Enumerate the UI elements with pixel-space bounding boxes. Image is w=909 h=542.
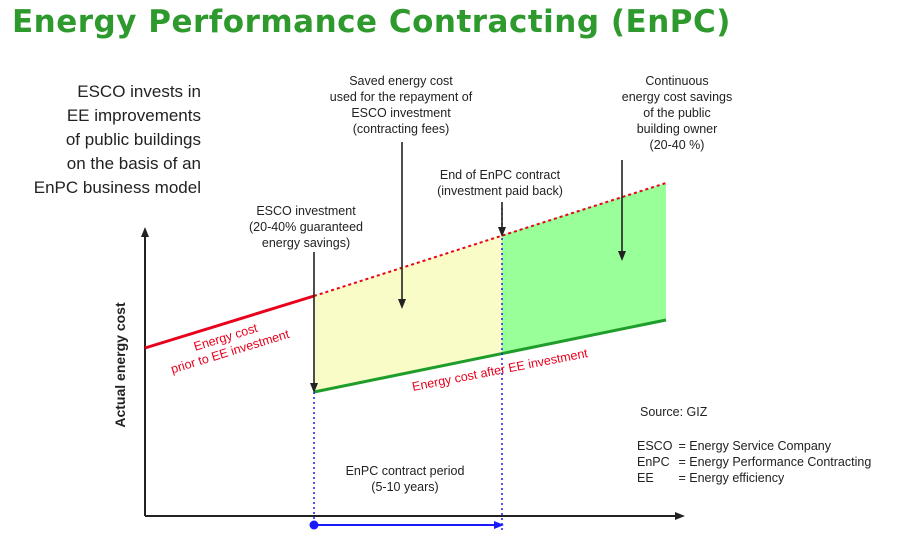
legend-row: EE = Energy efficiency bbox=[637, 470, 871, 486]
page-title: Energy Performance Contracting (EnPC) bbox=[12, 4, 731, 40]
annotation-line: (investment paid back) bbox=[437, 184, 563, 198]
legend-abbr: EE bbox=[637, 471, 654, 485]
annotation-line: ESCO investment bbox=[256, 204, 356, 218]
abbreviation-legend: ESCO = Energy Service Company EnPC = Ene… bbox=[637, 438, 871, 486]
annotation-line: Saved energy cost bbox=[349, 74, 453, 88]
intro-line: of public buildings bbox=[65, 130, 201, 149]
annotation-line: EnPC contract period bbox=[345, 464, 465, 478]
annotation-line: (20-40 %) bbox=[649, 138, 705, 152]
annotation-line: (contracting fees) bbox=[352, 122, 450, 136]
contract-period-annotation: EnPC contract period (5-10 years) bbox=[330, 463, 480, 495]
legend-text: = Energy efficiency bbox=[678, 471, 785, 485]
annotation-line: (5-10 years) bbox=[371, 480, 439, 494]
y-axis-label: Actual energy cost bbox=[112, 302, 128, 428]
source-note: Source: GIZ bbox=[640, 405, 708, 419]
intro-line: ESCO invests in bbox=[77, 82, 201, 101]
continuous-savings-annotation: Continuous energy cost savings of the pu… bbox=[602, 73, 752, 153]
contract-period-start-dot bbox=[309, 520, 319, 530]
intro-line: EnPC business model bbox=[33, 178, 201, 197]
annotation-line: ESCO investment bbox=[351, 106, 451, 120]
annotation-line: energy cost savings bbox=[621, 90, 733, 104]
legend-abbr: ESCO bbox=[637, 439, 673, 453]
legend-text: = Energy Service Company bbox=[678, 439, 831, 453]
esco-investment-annotation: ESCO investment (20-40% guaranteed energ… bbox=[236, 203, 376, 251]
repayment-area bbox=[314, 235, 502, 392]
savings-area bbox=[502, 183, 666, 355]
intro-text: ESCO invests in EE improvements of publi… bbox=[0, 80, 201, 200]
annotation-line: energy savings) bbox=[261, 236, 351, 250]
legend-row: EnPC = Energy Performance Contracting bbox=[637, 454, 871, 470]
legend-text: = Energy Performance Contracting bbox=[678, 455, 872, 469]
annotation-line: building owner bbox=[636, 122, 718, 136]
legend-abbr: EnPC bbox=[637, 455, 670, 469]
saved-cost-annotation: Saved energy cost used for the repayment… bbox=[316, 73, 486, 137]
annotation-line: used for the repayment of bbox=[329, 90, 473, 104]
intro-line: EE improvements bbox=[66, 106, 201, 125]
energy-cost-before-line bbox=[144, 294, 315, 350]
annotation-line: Continuous bbox=[645, 74, 709, 88]
annotation-line: End of EnPC contract bbox=[439, 168, 561, 182]
end-contract-annotation: End of EnPC contract (investment paid ba… bbox=[425, 167, 575, 199]
legend-row: ESCO = Energy Service Company bbox=[637, 438, 871, 454]
annotation-line: of the public bbox=[643, 106, 711, 120]
energy-cost-after-line bbox=[313, 318, 667, 394]
energy-cost-baseline-dotted bbox=[313, 182, 667, 297]
intro-line: on the basis of an bbox=[66, 154, 201, 173]
annotation-line: (20-40% guaranteed bbox=[249, 220, 363, 234]
